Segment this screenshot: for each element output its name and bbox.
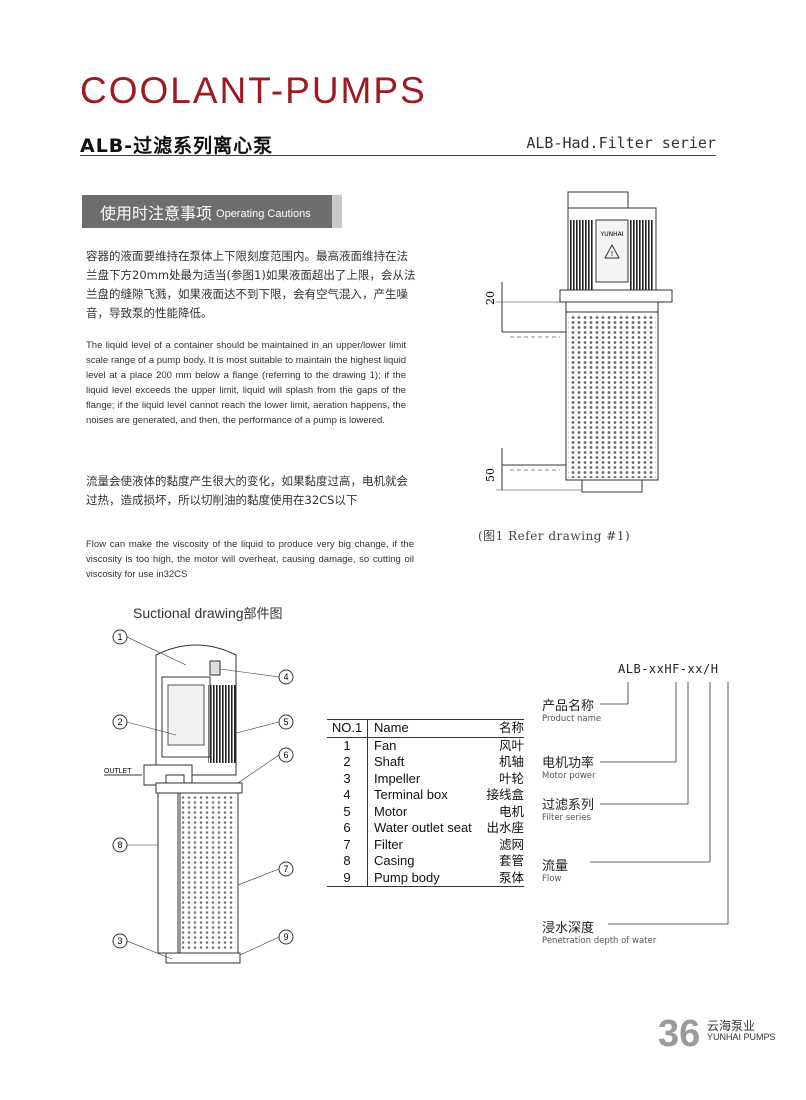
table-row: 2 Shaft 机轴 — [327, 754, 524, 771]
parts-table: NO.1 Name 名称 1 Fan 风叶 2 Shaft 机轴 3 Impeller 叶轮… — [327, 719, 524, 887]
title-divider — [80, 155, 716, 156]
label-penetration-depth: 浸水深度 Penetration depth of water — [542, 917, 656, 946]
table-header-row: NO.1 Name 名称 — [327, 719, 524, 738]
cell-no: 9 — [327, 869, 368, 886]
label-flow-en: Flow — [542, 874, 562, 884]
figure-caption: (图1 Refer drawing #1) — [478, 529, 631, 543]
caution-paragraph-cn-1: 容器的液面要维持在泵体上下限刻度范围内。最高液面维持在法兰盘下方20mm处最为适… — [86, 249, 416, 320]
header-name-cn: 名称 — [498, 721, 524, 735]
dim-label-bottom: 50 — [484, 468, 497, 482]
subtitle-en: ALB-Had.Filter serier — [526, 134, 716, 152]
page-title: COOLANT-PUMPS — [80, 70, 427, 111]
cautions-banner-en: Operating Cautions — [216, 207, 311, 220]
callout-2: 2 — [117, 717, 122, 727]
cell-name-cn: 风叶 — [498, 738, 524, 753]
table-row: 9 Pump body 泵体 — [327, 869, 524, 887]
brand-name-en: YUNHAI PUMPS — [707, 1032, 776, 1042]
model-code: ALB-xxHF-xx/H — [618, 662, 719, 676]
cell-no: 5 — [327, 803, 368, 820]
label-penetration-depth-en: Penetration depth of water — [542, 936, 657, 946]
callout-3: 3 — [117, 936, 122, 946]
table-row: 3 Impeller 叶轮 — [327, 770, 524, 787]
callout-5: 5 — [283, 717, 288, 727]
cell-name: Shaft — [374, 754, 405, 769]
cell-no: 6 — [327, 820, 368, 837]
cell-name: Fan — [374, 737, 397, 753]
cell-name: Filter — [374, 836, 403, 852]
label-filter-series: 过滤系列 Filter series — [542, 794, 594, 823]
table-row: 1 Fan 风叶 — [327, 737, 524, 754]
label-penetration-depth-cn: 浸水深度 — [542, 921, 595, 936]
pump-figure-1: YUNHAI ! 20 50 — [484, 191, 673, 493]
nameplate-text: YUNHAI — [600, 231, 624, 238]
callout-7: 7 — [283, 864, 288, 874]
header-no: NO.1 — [327, 720, 368, 737]
cell-name-cn: 电机 — [498, 804, 524, 819]
label-motor-power-cn: 电机功率 — [542, 756, 595, 771]
callout-4: 4 — [283, 672, 288, 682]
table-row: 7 Filter 滤网 — [327, 836, 524, 853]
cell-no: 2 — [327, 754, 368, 771]
label-motor-power: 电机功率 Motor power — [542, 752, 596, 781]
cell-name-cn: 滤网 — [498, 837, 524, 852]
subtitle-cn: ALB-过滤系列离心泵 — [80, 135, 274, 157]
cell-name: Pump body — [374, 869, 440, 885]
cell-name-cn: 叶轮 — [498, 771, 524, 786]
cell-no: 4 — [327, 787, 368, 804]
callout-6: 6 — [283, 750, 288, 760]
sectional-drawing: OUTLET 1 2 3 4 5 6 8 7 9 — [104, 629, 294, 964]
page-number: 36 — [658, 1013, 701, 1055]
cell-name-cn: 泵体 — [498, 870, 524, 885]
cell-name-cn: 套管 — [498, 854, 524, 868]
label-product-name-cn: 产品名称 — [542, 699, 595, 714]
label-flow-cn: 流量 — [542, 859, 569, 874]
label-product-name: 产品名称 Product name — [542, 695, 601, 724]
cell-name: Casing — [374, 853, 415, 868]
cautions-banner: 使用时注意事项 Operating Cautions — [82, 195, 342, 228]
cautions-banner-cn: 使用时注意事项 — [100, 203, 213, 223]
sectional-title-cn: 部件图 — [243, 607, 283, 622]
cell-no: 1 — [327, 737, 368, 754]
sectional-title-en: Suctional drawing — [133, 605, 244, 621]
callout-8: 8 — [117, 840, 122, 850]
cell-name: Terminal box — [374, 787, 448, 802]
header-name: Name — [374, 720, 409, 735]
model-code-brackets — [590, 682, 729, 925]
caution-paragraph-en-1: The liquid level of a container should b… — [86, 340, 406, 426]
cell-name-cn: 出水座 — [486, 821, 524, 835]
cell-name-cn: 机轴 — [498, 755, 524, 769]
cell-name-cn: 接线盒 — [486, 788, 524, 802]
callout-1: 1 — [117, 632, 122, 642]
label-motor-power-en: Motor power — [542, 771, 596, 781]
label-filter-series-en: Filter series — [542, 813, 591, 823]
cell-name: Motor — [374, 803, 408, 819]
dim-label-top: 20 — [484, 291, 497, 305]
label-flow: 流量 Flow — [542, 855, 568, 884]
cell-name: Water outlet seat — [374, 820, 472, 835]
table-row: 4 Terminal box 接线盒 — [327, 787, 524, 804]
table-row: 8 Casing 套管 — [327, 853, 524, 870]
caution-paragraph-en-2: Flow can make the viscosity of the liqui… — [86, 539, 414, 580]
brand-name-cn: 云海泵业 — [707, 1019, 756, 1033]
caution-paragraph-cn-2: 流量会使液体的黏度产生很大的变化，如果黏度过高，电机就会过热，造成损坏，所以切削… — [86, 474, 408, 507]
label-product-name-en: Product name — [542, 714, 602, 724]
cell-no: 7 — [327, 836, 368, 853]
label-filter-series-cn: 过滤系列 — [542, 798, 595, 813]
callout-9: 9 — [283, 932, 288, 942]
table-row: 6 Water outlet seat 出水座 — [327, 820, 524, 837]
svg-text:!: ! — [611, 250, 614, 258]
outlet-label: OUTLET — [104, 768, 132, 775]
cell-no: 8 — [327, 853, 368, 870]
cell-name: Impeller — [374, 770, 421, 786]
cell-no: 3 — [327, 770, 368, 787]
sectional-title: Suctional drawing部件图 — [133, 603, 283, 622]
table-row: 5 Motor 电机 — [327, 803, 524, 820]
